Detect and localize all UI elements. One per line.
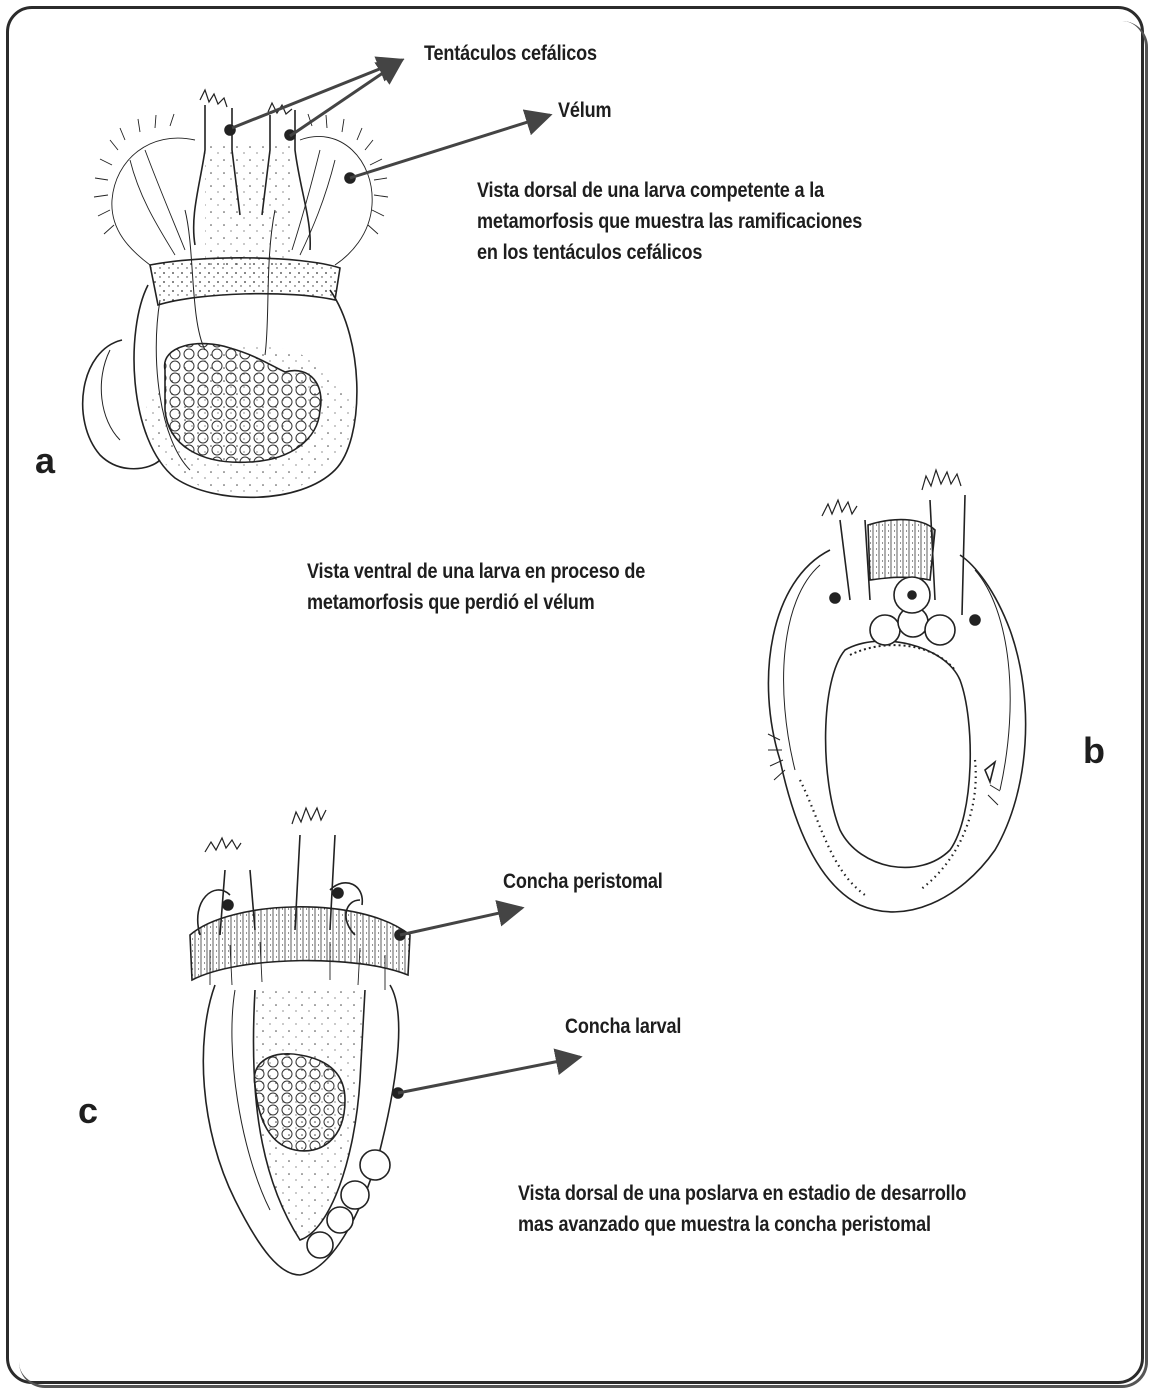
caption-a: Vista dorsal de una larva competente a l… [477, 175, 862, 268]
label-velum: Vélum [558, 99, 611, 123]
caption-b-line-2: metamorfosis que perdió el vélum [307, 587, 645, 618]
larva-b-drawing [768, 470, 1026, 912]
caption-b-line-1: Vista ventral de una larva en proceso de [307, 556, 645, 587]
label-tentaculos-cefalicos: Tentáculos cefálicos [424, 42, 597, 66]
caption-a-line-2: metamorfosis que muestra las ramificacio… [477, 206, 862, 237]
panel-letter-a: a [35, 440, 55, 482]
caption-c-line-1: Vista dorsal de una poslarva en estadio … [518, 1178, 966, 1209]
arrow-concha-larval [398, 1057, 580, 1093]
arrow-velum [350, 115, 550, 178]
arrow-concha-peristomal [400, 908, 522, 935]
caption-c: Vista dorsal de una poslarva en estadio … [518, 1178, 966, 1240]
panel-letter-c: c [78, 1090, 98, 1132]
caption-c-line-2: mas avanzado que muestra la concha peris… [518, 1209, 966, 1240]
panel-letter-b: b [1083, 730, 1105, 772]
caption-b: Vista ventral de una larva en proceso de… [307, 556, 645, 618]
larva-c-drawing [190, 808, 410, 1275]
caption-a-line-1: Vista dorsal de una larva competente a l… [477, 175, 862, 206]
label-concha-larval: Concha larval [565, 1015, 681, 1039]
larva-a-drawing [83, 90, 388, 497]
label-concha-peristomal: Concha peristomal [503, 870, 663, 894]
caption-a-line-3: en los tentáculos cefálicos [477, 237, 862, 268]
